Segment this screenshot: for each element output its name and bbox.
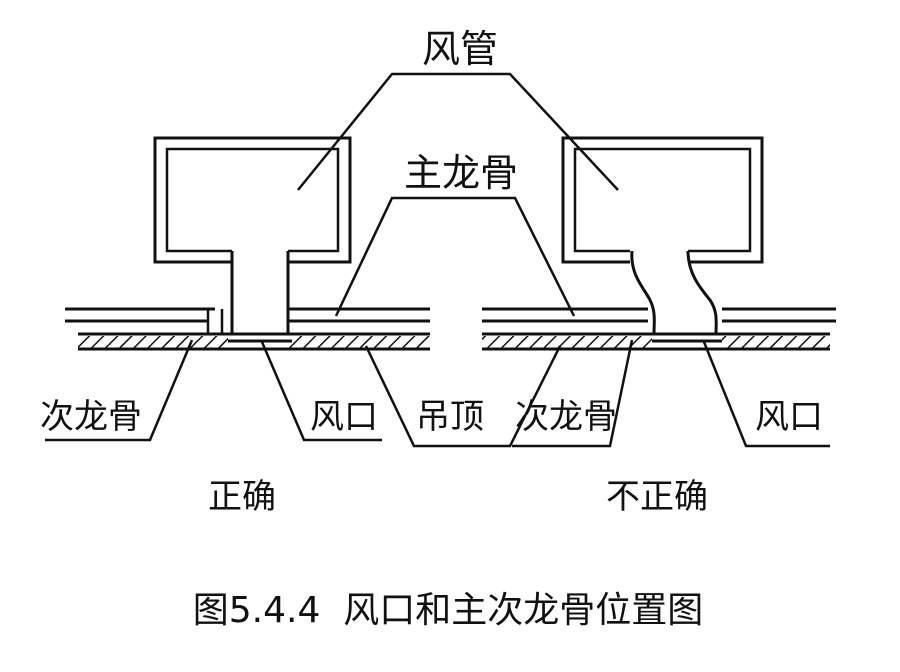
- left-ceiling-hatch-b: [288, 336, 430, 348]
- left-ceiling-hatch-a: [78, 336, 228, 348]
- leader-duct: [297, 72, 619, 191]
- right-ceiling-hatch-b: [722, 336, 830, 348]
- leader-secondary-keel-left: [45, 339, 194, 442]
- leader-secondary-keel-right: [512, 339, 634, 448]
- right-duct-neck-left: [630, 250, 656, 335]
- right-incorrect-assembly: [482, 136, 836, 351]
- left-keel-bracket: [206, 309, 224, 334]
- leader-lines: [45, 72, 830, 448]
- right-ceiling-hatch-a: [482, 336, 652, 348]
- left-duct-inner: [165, 147, 340, 253]
- label-incorrect: 不正确: [606, 477, 708, 517]
- label-secondary-keel-left: 次龙骨: [40, 397, 142, 437]
- leader-air-outlet-left: [260, 341, 382, 442]
- right-duct-neck-right: [686, 250, 718, 335]
- label-duct: 风管: [422, 27, 498, 71]
- label-main-keel: 主龙骨: [404, 151, 518, 195]
- leader-main-keel: [334, 196, 576, 317]
- leader-ceiling: [364, 345, 562, 448]
- label-air-outlet-right: 风口: [755, 397, 823, 437]
- left-correct-assembly: [65, 136, 430, 351]
- left-duct-outer: [153, 136, 352, 264]
- right-duct-outer: [561, 136, 764, 264]
- figure-caption: 图5.4.4 风口和主次龙骨位置图: [193, 590, 704, 631]
- right-duct-inner: [573, 147, 752, 253]
- leader-air-outlet-right: [702, 341, 830, 448]
- label-ceiling: 吊顶: [416, 397, 484, 437]
- label-secondary-keel-right: 次龙骨: [515, 397, 617, 437]
- label-air-outlet-left: 风口: [310, 397, 378, 437]
- label-correct: 正确: [208, 477, 276, 517]
